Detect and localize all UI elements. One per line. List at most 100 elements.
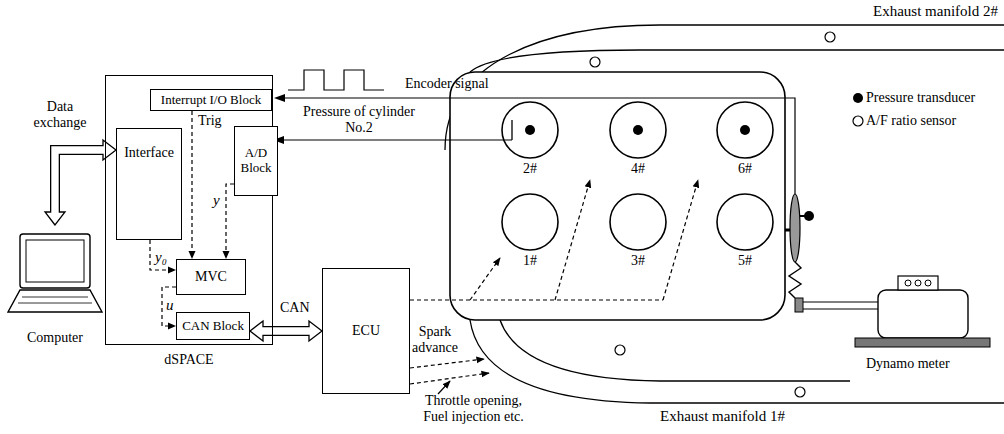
arrow-head — [168, 267, 176, 274]
node-text: dSPACE — [162, 352, 215, 368]
cylinder — [502, 102, 558, 158]
af-sensor — [615, 345, 625, 355]
annotation-label: Dynamo meter — [866, 356, 950, 372]
block-box: A/D Block — [234, 126, 278, 196]
connector-line — [55, 150, 106, 215]
pressure-transducer — [525, 125, 535, 135]
edge-label: y — [213, 192, 220, 209]
display-dot — [925, 280, 931, 286]
display-dot — [905, 280, 911, 286]
shaft — [785, 229, 790, 232]
encoder-disc — [790, 194, 800, 262]
legend-text: Pressure transducer — [866, 90, 975, 106]
block-box: Interrupt I/O Block — [150, 89, 272, 111]
annotation-label: 5# — [725, 253, 765, 269]
edge-label: Trig — [198, 113, 222, 129]
control-line — [663, 180, 698, 300]
pressure-transducer — [633, 125, 643, 135]
node-text: Interrupt I/O Block — [159, 93, 263, 108]
manifold-outline — [500, 320, 850, 381]
annotation-label: Exhaust manifold 1# — [660, 408, 785, 425]
control-bus — [410, 299, 663, 300]
connector — [162, 287, 176, 330]
block-box: CAN Block — [176, 312, 250, 340]
legend-sample — [853, 93, 863, 103]
node-text: CAN Block — [180, 319, 246, 334]
node-text: Interface — [122, 145, 176, 161]
shaft — [803, 308, 878, 309]
control-line — [470, 258, 500, 300]
signal-line — [282, 139, 512, 140]
connector — [250, 321, 322, 341]
laptop-keys — [18, 303, 92, 304]
annotation-label: 6# — [725, 161, 765, 177]
coupling — [795, 298, 803, 312]
cylinder — [717, 102, 773, 158]
engine-block — [450, 72, 785, 320]
square-wave — [288, 70, 384, 90]
annotation-label: Spark advance — [409, 324, 461, 356]
connector — [189, 111, 196, 259]
annotation-label: Pressure of cylinder No.2 — [303, 104, 415, 136]
dynamometer-display — [898, 276, 938, 290]
node-text: ECU — [350, 323, 382, 339]
annotation-label: Exhaust manifold 2# — [873, 3, 998, 20]
dynamometer-base — [855, 338, 990, 347]
laptop-screen — [20, 234, 90, 288]
arrow-head — [189, 251, 196, 259]
edge-label: Data exchange — [25, 99, 95, 131]
legend-text: A/F ratio sensor — [866, 113, 956, 129]
edge-label: CAN — [280, 300, 310, 316]
sensor-tick — [511, 120, 512, 140]
dspace-box: dSPACEInterrupt I/O BlockInterfaceA/D Bl… — [105, 75, 273, 345]
laptop-keys — [22, 297, 88, 298]
leader-arrow — [438, 381, 450, 394]
computer-icon: Computer — [5, 225, 105, 350]
manifold-outline — [470, 50, 1004, 72]
annotation-label: 3# — [618, 253, 658, 269]
annotation-label: Encoder signal — [405, 76, 489, 92]
coupling — [789, 262, 801, 298]
af-sensor — [590, 57, 600, 67]
shaft — [803, 301, 878, 302]
block-box: Interface — [116, 128, 182, 240]
dynamometer — [878, 290, 968, 338]
signal-line — [284, 98, 795, 194]
connector-line — [261, 327, 312, 334]
encoder-sensor — [804, 211, 814, 221]
connector-line — [226, 184, 234, 251]
annotation-label: 2# — [510, 161, 550, 177]
legend-sample — [853, 116, 863, 126]
cylinder — [717, 194, 773, 250]
edge-label: u — [166, 297, 174, 314]
control-line — [555, 180, 590, 300]
laptop-base — [8, 290, 102, 312]
laptop-screen — [26, 240, 84, 282]
node-text: Computer — [25, 330, 85, 346]
controller-box: MVC — [176, 259, 246, 295]
connector — [150, 240, 176, 274]
af-sensor — [825, 32, 835, 42]
arrow-head — [168, 323, 176, 330]
connector-line — [191, 111, 192, 251]
arrow-head — [223, 251, 230, 259]
annotation-label: Throttle opening, Fuel injection etc. — [416, 393, 531, 425]
connector-line — [162, 287, 176, 326]
annotation-label: 1# — [510, 253, 550, 269]
control-line — [410, 359, 484, 368]
arrow-head — [274, 94, 285, 102]
connector-line — [55, 150, 103, 212]
connector-line — [150, 240, 168, 270]
node-text: A/D Block — [235, 146, 277, 176]
connector — [223, 184, 235, 259]
annotation-label: 4# — [618, 161, 658, 177]
af-sensor — [795, 387, 805, 397]
node-text: MVC — [193, 269, 229, 285]
ecu-box: ECU — [322, 268, 410, 394]
display-dot — [915, 280, 921, 286]
cylinder — [610, 102, 666, 158]
cylinder — [502, 194, 558, 250]
cylinder — [610, 194, 666, 250]
edge-label: y₀ — [155, 249, 167, 266]
pressure-transducer — [740, 125, 750, 135]
